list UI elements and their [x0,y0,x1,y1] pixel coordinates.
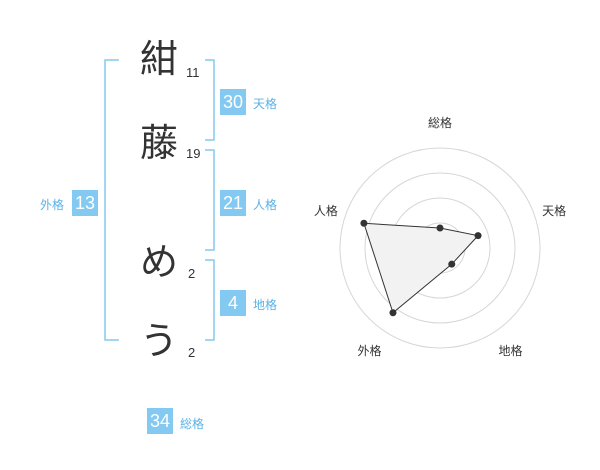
jinkaku-bracket [205,149,215,251]
radar-axis-label-2: 天格 [542,203,566,218]
jinkaku-value: 21 [220,190,246,216]
radar-point-1 [436,224,444,232]
tenkaku-value: 30 [220,89,246,115]
radar-data-polygon [363,222,480,314]
chikaku-value: 4 [220,290,246,316]
radar-grid-ring-3 [364,172,516,324]
soukaku-value: 34 [147,408,173,434]
radar-axis-label-1: 総格 [428,115,452,130]
radar-point-2 [474,232,482,240]
outer-bracket [104,59,119,341]
name-char-4: う [140,319,179,363]
jinkaku-label: 人格 [253,198,278,212]
stroke-count-2: 19 [186,146,201,161]
radar-grid-ring-4 [339,147,541,349]
stroke-count-4: 2 [188,345,196,360]
gaikaku-label: 外格 [40,198,65,212]
stroke-count-3: 2 [188,266,196,281]
radar-point-4 [389,309,397,317]
radar-point-5 [360,219,368,227]
tenkaku-bracket [205,59,215,141]
chikaku-label: 地格 [253,298,278,312]
stroke-count-1: 11 [186,65,200,80]
tenkaku-label: 天格 [253,97,278,111]
radar-point-3 [448,260,456,268]
soukaku-label: 総格 [180,417,205,431]
radar-axis-label-4: 外格 [357,343,381,358]
radar-axis-label-5: 人格 [314,203,338,218]
radar-axis-label-3: 地格 [499,343,523,358]
name-char-3: め [140,240,179,284]
gaikaku-value: 13 [72,190,98,216]
name-char-1: 紺 [140,37,179,81]
name-char-2: 藤 [140,121,179,165]
chikaku-bracket [205,259,215,341]
